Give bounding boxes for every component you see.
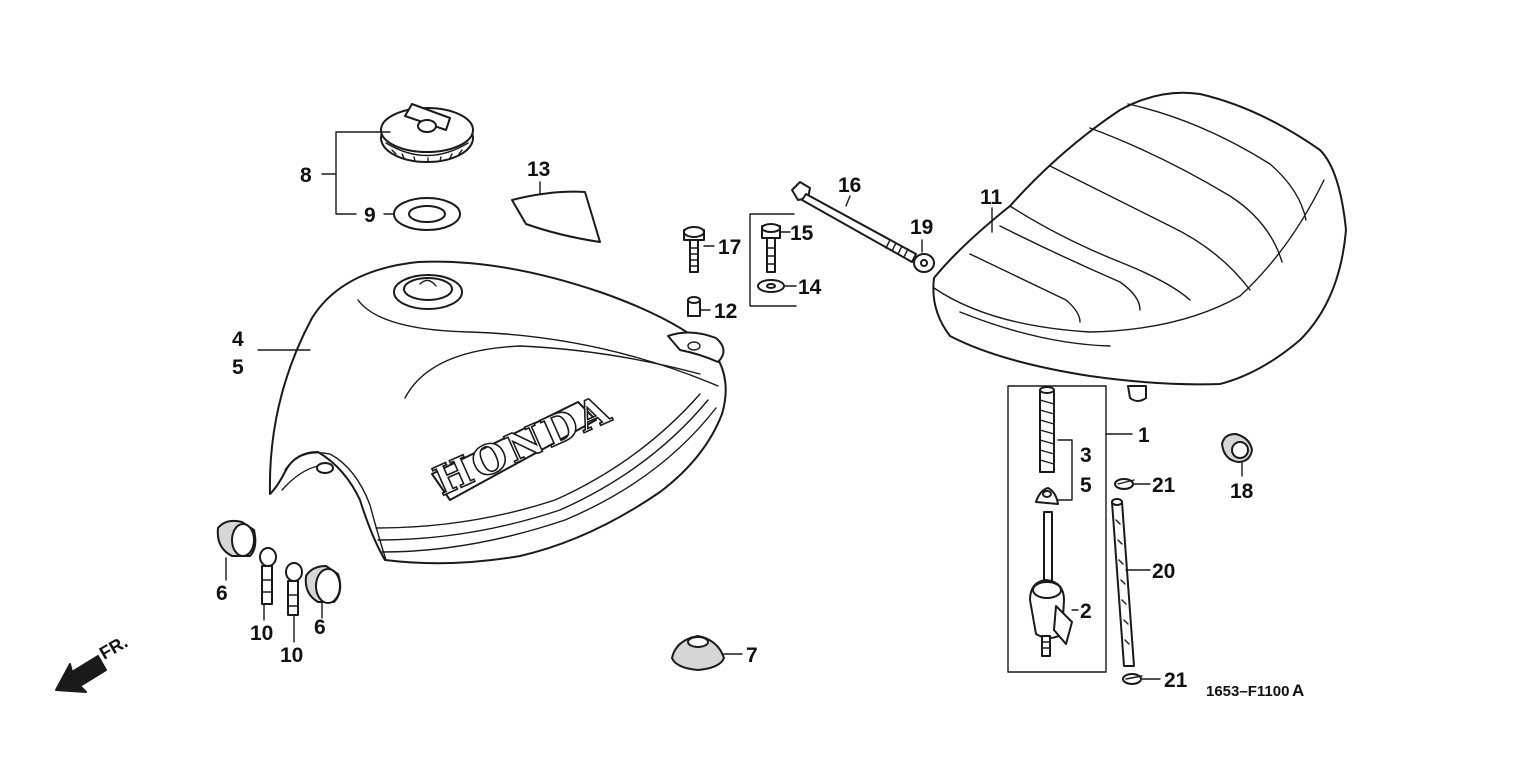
callout-19: 19: [910, 216, 933, 239]
diagram-code: 1653–F1100: [1206, 683, 1289, 700]
callout-21-top: 21: [1152, 474, 1176, 497]
callout-20: 20: [1152, 560, 1175, 583]
front-direction-arrow: FR.: [55, 632, 131, 693]
callout-10-left: 10: [250, 622, 273, 645]
group-bracket-1: [1007, 385, 1107, 673]
fuel-strainer-screen: [1039, 386, 1055, 473]
diagram-revision: A: [1292, 681, 1304, 700]
group-bracket-14-15: [749, 213, 797, 307]
callout-6-right: 6: [314, 616, 326, 639]
tank-cushion-right: [304, 564, 342, 604]
callout-5-valve: 5: [1080, 474, 1092, 497]
tank-bracket-right: [285, 562, 303, 616]
rear-mount-rubber: [670, 634, 726, 672]
bolt-washer: [913, 253, 935, 273]
callout-21-bottom: 21: [1164, 669, 1188, 692]
callout-17: 17: [718, 236, 741, 259]
callout-10-right: 10: [280, 644, 303, 667]
callout-8: 8: [300, 164, 312, 187]
hose-clip-bottom: [1122, 673, 1143, 685]
callout-15: 15: [790, 222, 814, 245]
callout-1: 1: [1138, 424, 1150, 447]
callout-3: 3: [1080, 444, 1092, 467]
callout-6-left: 6: [216, 582, 228, 605]
fuel-hose: [1111, 498, 1135, 667]
callout-18: 18: [1230, 480, 1254, 503]
grommet: [1220, 432, 1254, 464]
hose-clip-top: [1114, 478, 1135, 490]
seat-bolt: [761, 223, 781, 273]
caution-label: [511, 190, 601, 243]
valve-nut: [1035, 487, 1059, 505]
callout-5-tank: 5: [232, 356, 244, 379]
flange-bolt: [683, 226, 705, 273]
group-bracket-3-5: [1057, 439, 1073, 501]
fuel-cap: [380, 103, 474, 163]
tank-bracket-left: [259, 547, 277, 605]
cap-gasket: [393, 197, 461, 231]
callout-2: 2: [1080, 600, 1092, 623]
collar: [687, 296, 701, 317]
callout-9: 9: [364, 204, 376, 227]
callout-14: 14: [798, 276, 822, 299]
seat-washer: [757, 279, 785, 293]
callout-11: 11: [980, 186, 1003, 209]
front-direction-label: FR.: [96, 632, 131, 664]
seat: [932, 91, 1347, 402]
callout-16: 16: [838, 174, 861, 197]
leader-lines: [225, 131, 1243, 680]
tank-cushion-left: [216, 519, 257, 557]
fuel-valve: [1029, 511, 1073, 657]
callout-7: 7: [746, 644, 758, 667]
callout-12: 12: [714, 300, 737, 323]
callout-4: 4: [232, 328, 244, 351]
long-bolt: [791, 181, 917, 263]
fuel-tank: HONDA: [268, 260, 727, 565]
callout-13: 13: [527, 158, 550, 181]
